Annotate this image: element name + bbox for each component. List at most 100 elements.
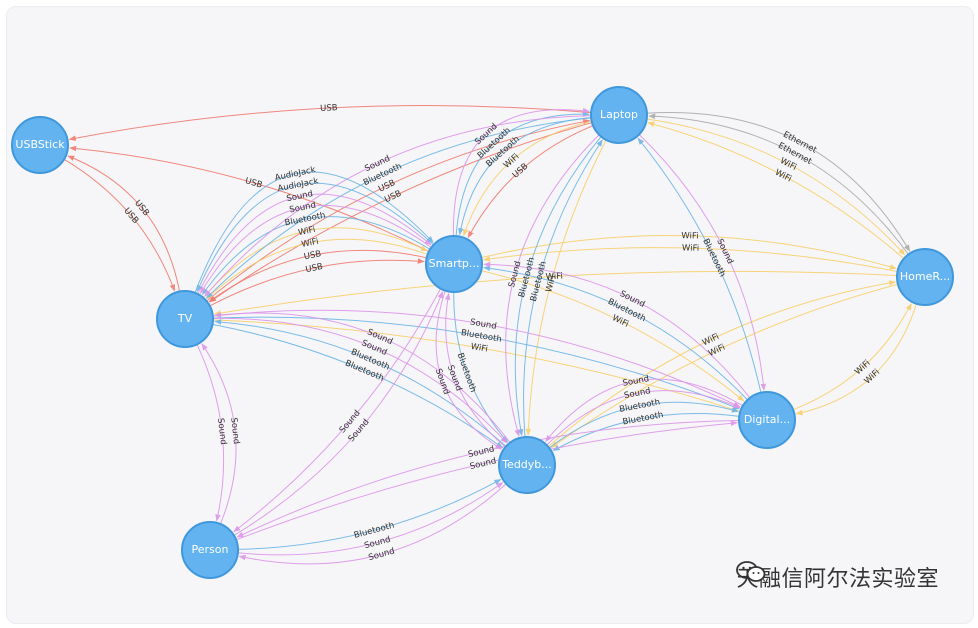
edge-label: WiFi [545,271,563,282]
edge-digital-person-sound [236,419,740,538]
edge-digital-smart-sound [483,261,751,399]
watermark: 天融信阿尔法实验室 [736,561,939,593]
edge-home-laptop-ethernet [648,113,909,255]
node-person-circle[interactable] [181,521,239,579]
node-home-label: HomeR... [900,270,950,283]
node-usb-label: USBStick [15,138,65,151]
edge-laptop-teddy-sound [505,134,600,437]
edge-smart-person-sound [233,288,442,533]
edges-layer [63,105,917,565]
edge-laptop-home-wifi [646,118,906,256]
edge-laptop-teddy-bluetooth [514,136,602,437]
edge-labels-layer: USBUSBUSBUSBUSBUSBUSBUSBUSBWiFiWiFiWiFiW… [121,103,882,563]
edge-digital-teddy-bluetooth [552,412,740,452]
edge-tv-digital-sound [212,309,741,408]
edge-smart-usb-usb [69,145,430,252]
edge-tv-smart-audiojack [194,171,434,294]
node-smart-label: Smartp... [429,257,480,270]
edge-tv-person-sound [196,344,225,522]
edge-digital-teddy-sound [545,378,744,443]
node-usb-circle[interactable] [11,116,69,174]
node-usb[interactable]: USBStick [11,116,69,174]
edge-smart-tv-bluetooth [201,216,431,296]
edge-teddy-tv-sound [214,312,511,443]
edge-laptop-smart-usb [467,125,594,239]
node-teddy-label: Teddyb... [501,458,552,471]
edge-person-tv-sound [201,343,237,525]
edge-label: USB [303,249,322,262]
edge-smart-tv-audiojack [196,182,434,293]
edge-teddy-digital-bluetooth [548,401,739,449]
edge-tv-teddy-bluetooth [212,323,504,449]
edge-teddy-smart-sound [444,292,506,448]
node-smart-circle[interactable] [425,235,483,293]
edge-laptop-usb-usb [68,105,592,141]
node-tv-label: TV [177,312,193,325]
edge-person-digital-sound [235,420,738,541]
node-home[interactable]: HomeR... [896,248,954,306]
node-tv[interactable]: TV [156,290,214,348]
watermark-text: 天融信阿尔法实验室 [736,567,939,592]
edge-smart-home-wifi [481,235,897,270]
edge-laptop-tv-bluetooth [205,117,592,299]
edge-label: Sound [622,374,650,389]
network-graph: USBUSBUSBUSBUSBUSBUSBUSBUSBWiFiWiFiWiFiW… [11,86,954,579]
edge-person-smart-sound [233,291,444,536]
edge-smart-laptop-bluetooth [455,111,590,237]
node-digital-circle[interactable] [738,391,796,449]
edge-tv-smart-usb [209,258,425,307]
edge-digital-home-wifi [792,303,912,411]
edge-smart-tv-wifi [206,238,428,300]
node-home-circle[interactable] [896,248,954,306]
edge-label: WiFi [301,237,320,250]
node-laptop-label: Laptop [600,108,638,121]
edge-teddy-home-wifi [547,280,897,448]
wechat-icon [736,561,766,582]
node-smart[interactable]: Smartp... [425,235,483,293]
edge-person-teddy-sound [237,482,504,556]
edge-laptop-tv-sound [204,115,592,297]
node-digital[interactable]: Digital... [738,391,796,449]
edge-tv-smart-sound [197,193,432,295]
edge-label: USB [244,176,264,190]
edge-label: USB [320,103,338,114]
edge-home-laptop-wifi [647,121,905,260]
edge-smart-teddy-bluetooth [453,291,508,443]
edge-digital-smart-bluetooth [483,265,748,401]
node-tv-circle[interactable] [156,290,214,348]
edge-label: Bluetooth [460,328,502,345]
edge-tv-digital-wifi [212,319,740,412]
edge-home-digital-wifi [795,303,917,416]
edge-home-teddy-wifi [550,283,899,448]
edge-label: WiFi [297,225,316,238]
node-teddy-circle[interactable] [498,436,556,494]
edge-tv-smart-wifi [202,227,428,299]
edge-laptop-smart-wifi [463,120,592,237]
edge-home-tv-wifi [213,270,898,316]
node-laptop-circle[interactable] [590,86,648,144]
edge-label: Sound [215,418,228,446]
edge-label: WiFi [682,243,699,253]
node-digital-label: Digital... [744,413,790,426]
edge-smart-teddy-sound [435,290,503,450]
edge-usb-tv-usb [63,158,176,292]
edge-label: USB [305,262,324,275]
node-person[interactable]: Person [181,521,239,579]
edge-laptop-digital-sound [638,134,767,391]
edge-tv-digital-bluetooth [212,316,740,410]
edge-teddy-laptop-bluetooth [523,139,603,438]
edge-smart-tv-usb [208,249,427,302]
edge-laptop-tv-usb [209,122,593,303]
edge-label: Sound [469,317,497,331]
edge-smart-digital-wifi [481,270,745,402]
edge-label: Sound [228,417,241,445]
edge-label: WiFi [681,231,698,241]
edge-teddy-person-sound [238,483,507,565]
edge-home-smart-wifi [483,247,898,273]
edge-label: WiFi [544,274,558,293]
node-laptop[interactable]: Laptop [590,86,648,144]
edge-smart-tv-sound [199,205,432,294]
node-teddy[interactable]: Teddyb... [498,436,556,494]
